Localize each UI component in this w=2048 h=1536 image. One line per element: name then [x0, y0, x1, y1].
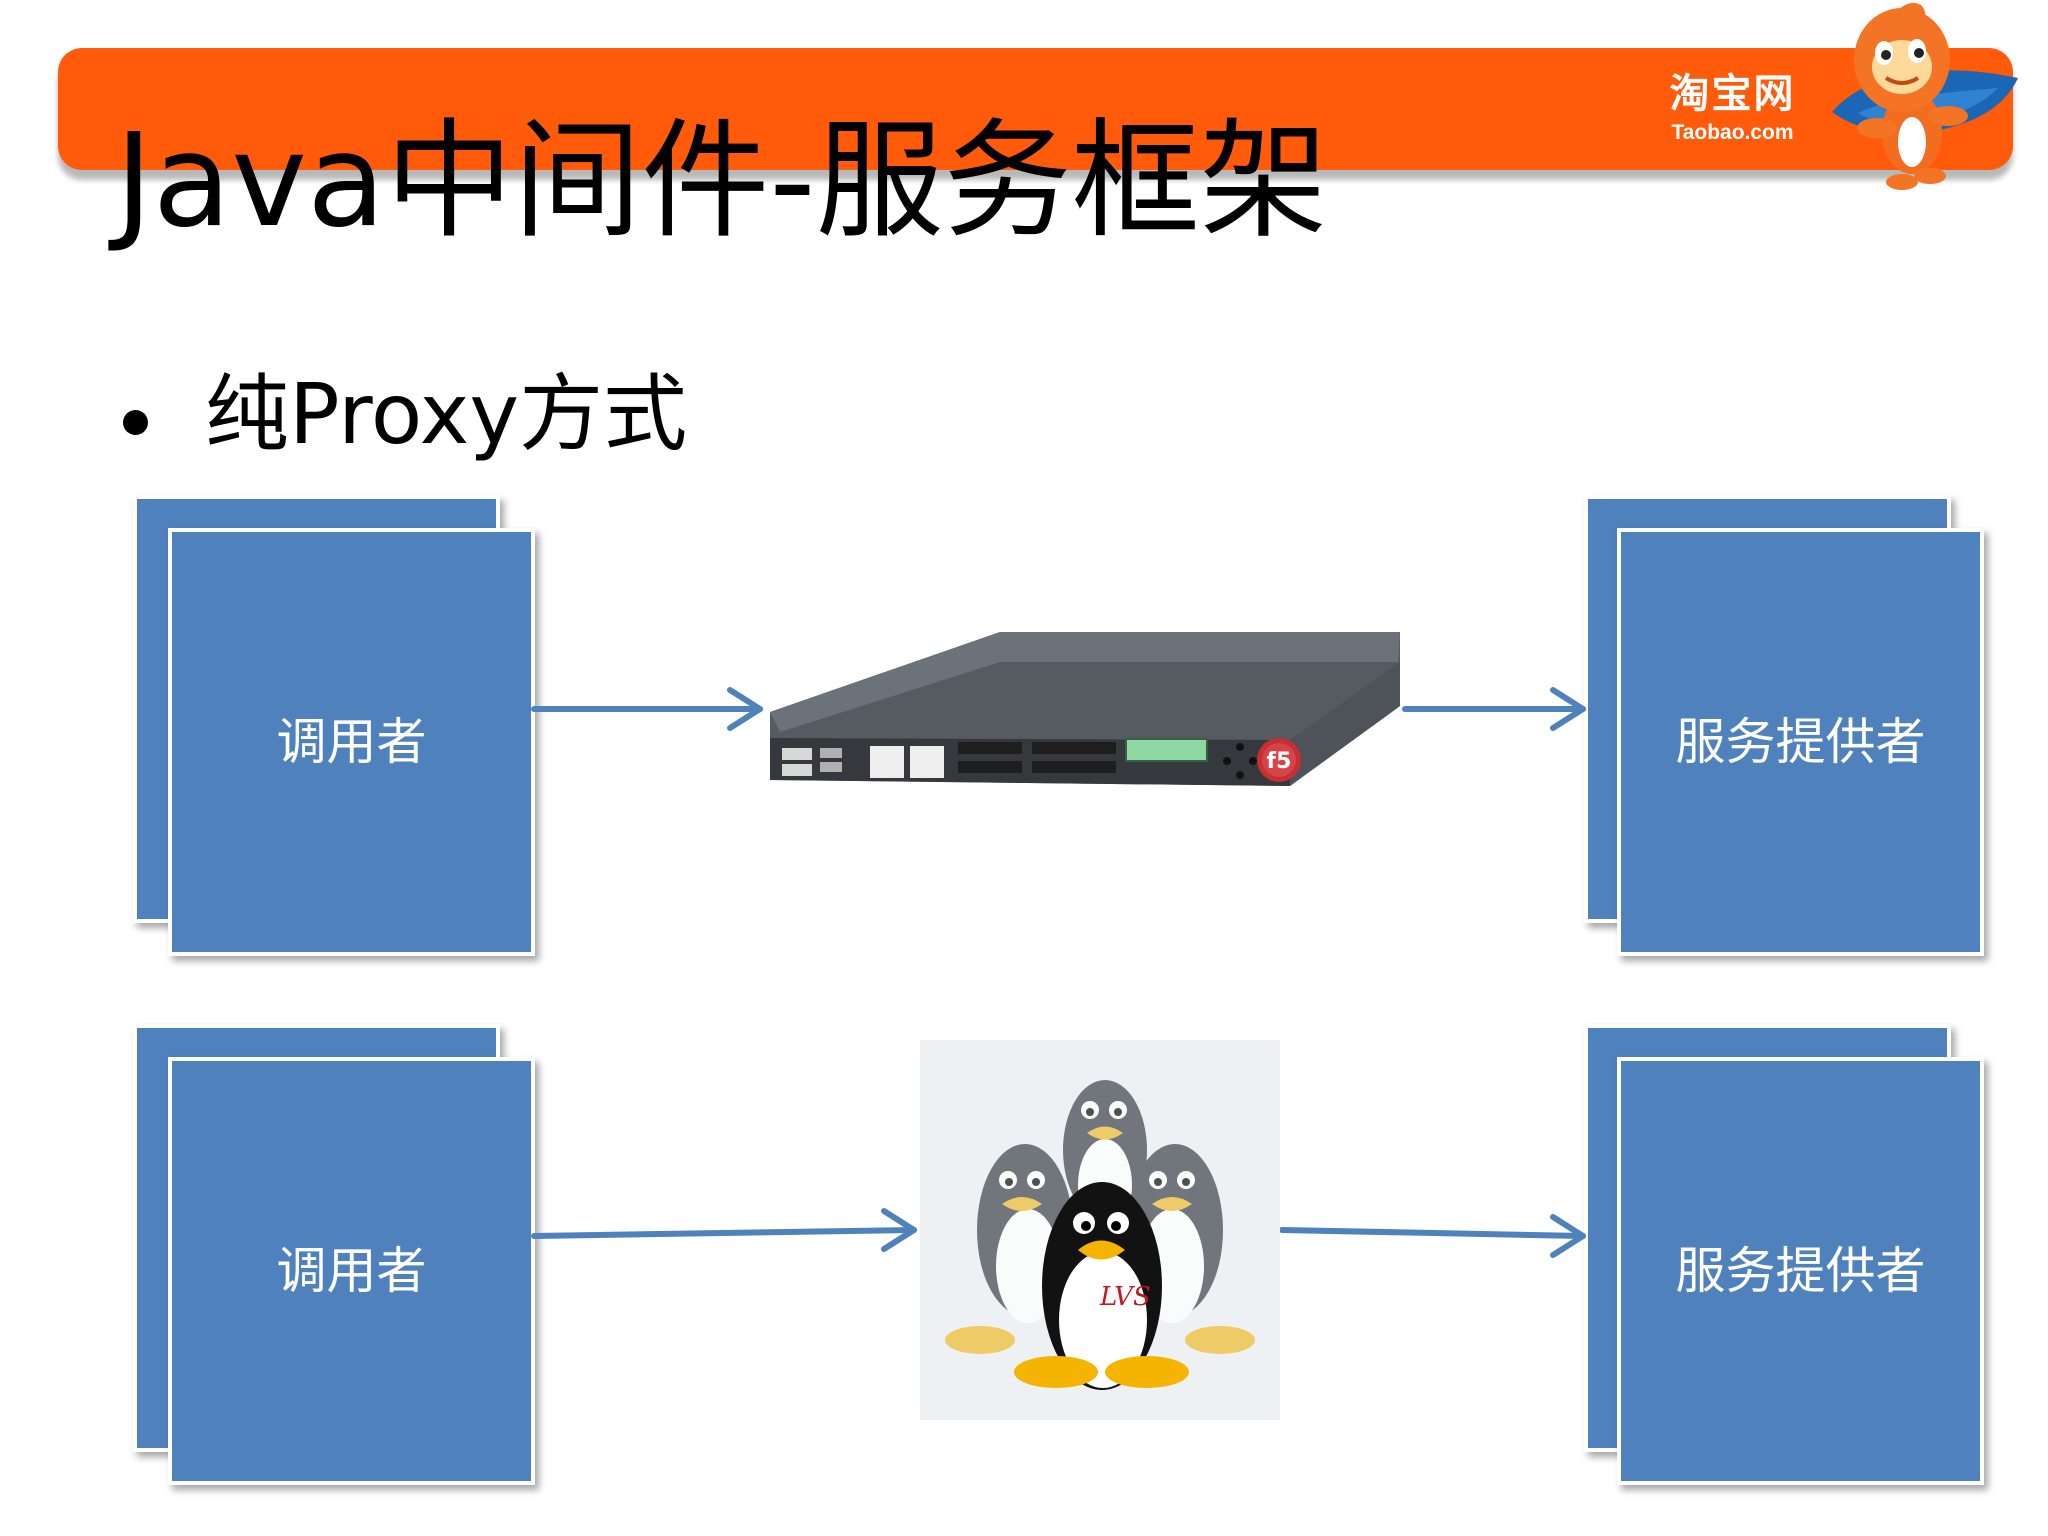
bullet-point-icon — [123, 410, 148, 435]
taobao-mascot-icon — [1832, 2, 2018, 190]
caller-box: 调用者 — [168, 528, 535, 956]
f5-lcd-display — [1125, 738, 1208, 762]
provider-box: 服务提供者 — [1617, 1057, 1984, 1485]
provider-label: 服务提供者 — [1675, 1242, 1926, 1300]
provider-label: 服务提供者 — [1675, 713, 1926, 771]
arrow-caller-to-lvs — [531, 1208, 917, 1252]
slide-title: Java中间件-服务框架 — [115, 107, 1328, 256]
caller-box: 调用者 — [168, 1057, 535, 1485]
bullet-text: 纯Proxy方式 — [205, 365, 688, 463]
lvs-label: LVS — [1100, 1282, 1151, 1312]
taobao-logo-text-cn: 淘宝网 — [1669, 71, 1796, 117]
f5-load-balancer-icon: f5 — [770, 632, 1400, 786]
caller-label: 调用者 — [276, 713, 427, 771]
taobao-logo-text-en: Taobao.com — [1671, 121, 1794, 144]
arrow-caller-to-f5 — [531, 687, 763, 731]
taobao-logo: 淘宝网 Taobao.com — [1645, 74, 1820, 143]
arrow-lvs-to-provider — [1279, 1214, 1586, 1258]
arrow-f5-to-provider — [1402, 687, 1586, 731]
provider-box: 服务提供者 — [1617, 528, 1984, 956]
lvs-penguins-icon — [920, 1040, 1280, 1420]
header-banner — [58, 48, 2013, 170]
svg-text:f5: f5 — [1267, 749, 1292, 774]
caller-label: 调用者 — [276, 1242, 427, 1300]
